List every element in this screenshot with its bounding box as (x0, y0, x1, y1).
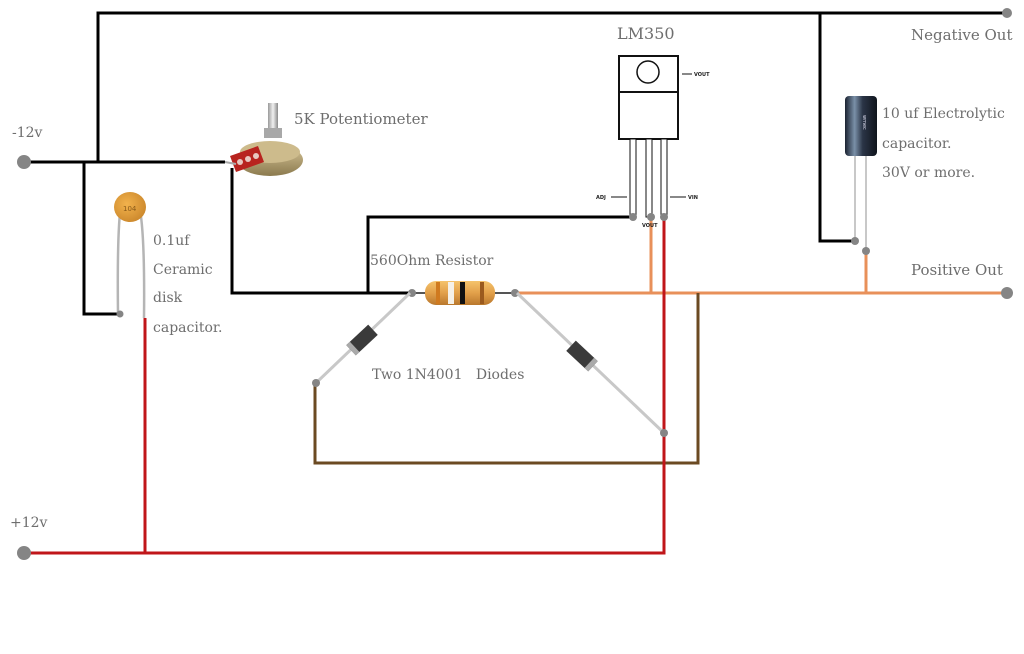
positive-out-label: Positive Out (911, 261, 1003, 279)
vout-label: VOUT (642, 223, 658, 229)
electrolytic-label: 10 uf Electrolytic capacitor. 30V or mor… (882, 106, 1005, 181)
potentiometer (224, 103, 303, 176)
wire-negative-to-electrolytic (818, 13, 855, 243)
diode-left (312, 291, 412, 387)
adj-pin-node (629, 213, 637, 221)
output-wires (515, 217, 1007, 295)
wire-ceramic-cap-left (82, 162, 120, 316)
plus12-label: +12v (10, 515, 48, 531)
terminal-minus12[interactable] (17, 155, 31, 169)
lm350-regulator: VOUT ADJ VIN VOUT (596, 55, 710, 229)
potentiometer-label: 5K Potentiometer (294, 110, 428, 128)
ceramic-cap-label: 0.1uf Ceramic disk capacitor. (153, 233, 222, 336)
vout-pin-node (647, 213, 655, 221)
ceramic-cap-line-3: disk (153, 290, 183, 306)
terminal-negative-out[interactable] (1002, 8, 1012, 18)
negative-out-label: Negative Out (911, 26, 1012, 44)
ceramic-cap-line-2: Ceramic (153, 262, 213, 278)
vin-label: VIN (688, 195, 698, 201)
diodes-label: Two 1N4001 Diodes (372, 367, 524, 383)
tab-vout-label: VOUT (694, 72, 710, 78)
adj-label: ADJ (596, 195, 606, 201)
diode-right (515, 291, 668, 437)
terminal-plus12[interactable] (17, 546, 31, 560)
ceramic-cap-line-1: 0.1uf (153, 233, 191, 249)
ceramic-capacitor: 104 (114, 192, 146, 319)
positive-supply-wires (24, 217, 666, 555)
wire-top-negative-rail (96, 11, 1007, 162)
wire-adj-to-junction (366, 215, 633, 293)
resistor-560ohm (408, 281, 519, 305)
ceramic-cap-line-4: capacitor. (153, 320, 222, 336)
wire-plus12-rail (24, 217, 666, 555)
electrolytic-line-3: 30V or more. (882, 165, 975, 181)
minus12-label: -12v (12, 125, 43, 141)
wire-diode-loop (313, 293, 700, 465)
electrolytic-line-2: capacitor. (882, 136, 951, 152)
capacitor-brand: wmec (861, 115, 867, 130)
terminal-positive-out[interactable] (1001, 287, 1013, 299)
electrolytic-line-1: 10 uf Electrolytic (882, 106, 1005, 122)
vin-pin-node (660, 213, 668, 221)
resistor-label: 560Ohm Resistor (370, 253, 494, 269)
regulator-label: LM350 (617, 24, 675, 43)
wire-pot-wiper-to-resistor (230, 168, 412, 295)
negative-wires (24, 11, 1007, 316)
svg-text:104: 104 (123, 205, 137, 213)
electrolytic-capacitor: wmec (845, 96, 877, 255)
